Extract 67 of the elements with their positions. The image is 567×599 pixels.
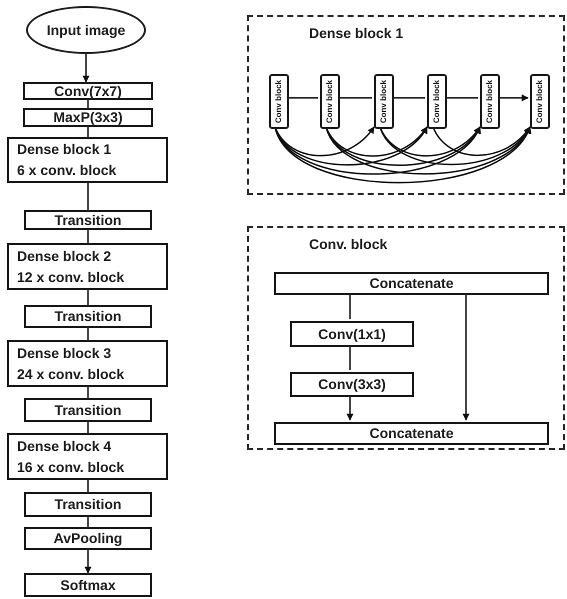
- dense-block-box: [7, 433, 168, 480]
- arrow: [84, 550, 92, 574]
- process-box: [23, 82, 153, 100]
- node-label: Input image: [46, 20, 126, 40]
- arrow: [379, 126, 531, 166]
- arrow: [274, 126, 375, 156]
- dense-block-box: [7, 340, 168, 387]
- block-title: Dense block 4: [17, 436, 112, 456]
- process-box: [24, 573, 152, 597]
- block-detail: 24 x conv. block: [17, 364, 126, 384]
- arrow: [82, 54, 90, 83]
- node-label: Concatenate: [369, 424, 454, 443]
- process-box: [24, 398, 152, 422]
- arrow: [379, 126, 481, 157]
- dense-block-box: [7, 243, 168, 290]
- node-label: Transition: [54, 210, 122, 230]
- block-title: Dense block 1: [17, 140, 112, 159]
- block-title: Dense block 3: [17, 344, 112, 362]
- conv-block-box: [374, 74, 394, 129]
- arrow: [325, 126, 481, 166]
- process-box: [24, 305, 152, 328]
- process-box: [23, 108, 153, 127]
- node-label: Conv(3x3): [318, 375, 386, 394]
- node-label: Concatenate: [369, 274, 454, 293]
- process-box: [290, 321, 414, 347]
- node-label: Conv block: [275, 80, 283, 124]
- arrow: [325, 126, 428, 157]
- conv-block-box: [530, 74, 550, 129]
- arrow: [346, 395, 354, 421]
- process-box: [274, 272, 549, 295]
- block-title: Dense block 2: [17, 246, 112, 266]
- node-label: Conv block: [380, 80, 388, 124]
- arrow: [498, 94, 529, 102]
- node-label: Softmax: [60, 576, 116, 594]
- block-detail: 12 x conv. block: [17, 268, 126, 286]
- conv-block-box: [427, 74, 447, 129]
- arrow: [432, 126, 531, 156]
- arrow: [325, 126, 531, 175]
- process-box: [24, 492, 152, 517]
- panel-title: Conv. block: [309, 235, 388, 254]
- conv-block-box: [480, 74, 500, 129]
- process-box: [274, 422, 549, 445]
- node-label: Transition: [54, 307, 122, 326]
- node-label: Conv block: [486, 80, 494, 124]
- conv-block-box: [269, 74, 289, 129]
- dashed-panel: [247, 226, 565, 450]
- block-detail: 6 x conv. block: [17, 161, 118, 180]
- arrow: [274, 126, 531, 184]
- node-label: Transition: [54, 400, 122, 420]
- node-label: Transition: [54, 495, 122, 514]
- block-detail: 16 x conv. block: [17, 458, 126, 476]
- node-label: Conv(7x7): [54, 82, 122, 100]
- dense-block-box: [7, 137, 168, 183]
- node-label: Conv block: [536, 80, 544, 124]
- node-label: Conv block: [326, 80, 334, 124]
- process-box: [290, 372, 414, 397]
- process-box: [24, 527, 152, 550]
- panel-title: Dense block 1: [309, 24, 404, 43]
- process-box: [24, 210, 152, 230]
- node-label: Conv(1x1): [318, 324, 386, 344]
- conv-block-box: [320, 74, 340, 129]
- arrow: [462, 293, 470, 421]
- dashed-panel: [247, 15, 565, 195]
- arrow: [274, 126, 428, 166]
- node-label: AvPooling: [54, 529, 122, 548]
- node-label: Conv block: [433, 80, 441, 124]
- node-label: MaxP(3x3): [53, 108, 123, 127]
